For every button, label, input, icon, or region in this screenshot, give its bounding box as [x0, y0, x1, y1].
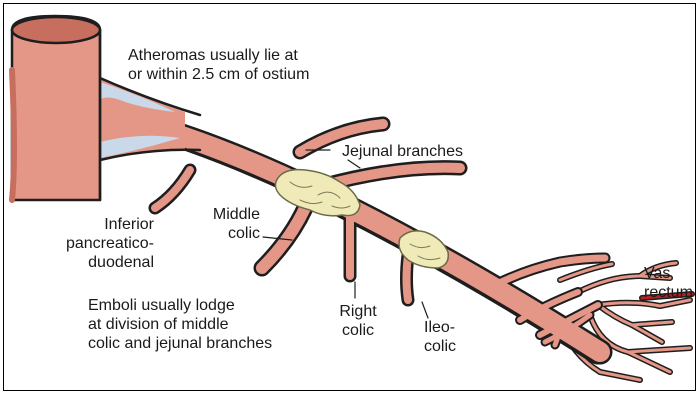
atheroma-label: Atheromas usually lie at or within 2.5 c… — [128, 46, 309, 84]
inferior-pancreaticoduodenal-label: Inferior pancreatico- duodenal — [48, 215, 154, 272]
middle-colic-label: Middle colic — [200, 205, 260, 243]
ileocolic-label: Ileo- colic — [424, 318, 456, 356]
emboli-label: Emboli usually lodge at division of midd… — [88, 296, 272, 353]
right-colic-label: Right colic — [332, 302, 384, 340]
ostium-atheroma — [100, 78, 200, 160]
vas-rectum-label: Vas rectum — [644, 264, 694, 302]
aorta — [12, 16, 100, 200]
jejunal-branches-label: Jejunal branches — [342, 142, 463, 161]
